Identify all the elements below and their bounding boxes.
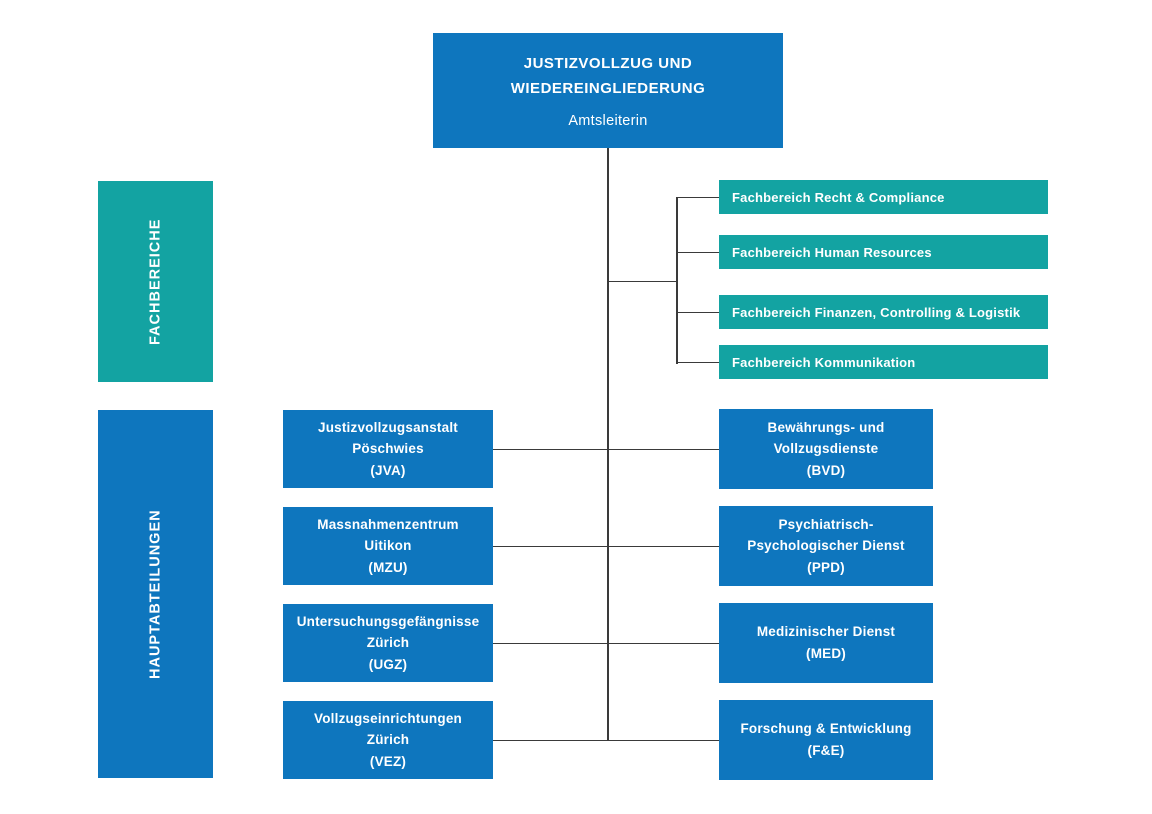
section-label-hauptabteilungen: HAUPTABTEILUNGEN [98, 410, 213, 778]
connector-row-jva-bvd [493, 448, 719, 450]
node-label-line: Vollzugsdienste [773, 441, 879, 457]
node-label-line: (MED) [806, 646, 846, 661]
node-fb-finanzen-controlling-logistik: Fachbereich Finanzen, Controlling & Logi… [719, 295, 1048, 329]
node-label-line: Vollzugseinrichtungen [314, 710, 462, 726]
node-med: Medizinischer Dienst (MED) [719, 603, 933, 683]
root-title: JUSTIZVOLLZUG UND WIEDEREINGLIEDERUNG [511, 52, 706, 102]
node-ugz: Untersuchungsgefängnisse Zürich (UGZ) [283, 604, 493, 682]
node-label-line: Massnahmenzentrum [317, 516, 459, 532]
node-mzu: Massnahmenzentrum Uitikon (MZU) [283, 507, 493, 585]
node-label-line: Justizvollzugsanstalt [318, 419, 458, 435]
connector-fachbereiche-bracket [676, 196, 678, 364]
root-title-line1: JUSTIZVOLLZUG UND [523, 55, 693, 73]
node-label-line: Forschung & Entwicklung [740, 721, 912, 737]
connector-row-vez-fe [493, 739, 719, 741]
node-label-line: Psychologischer Dienst [747, 538, 905, 554]
node-label-line: Pöschwies [352, 441, 424, 457]
connector-stub-kommunikation [676, 361, 719, 363]
node-label-line: (F&E) [807, 743, 845, 758]
node-fb-kommunikation: Fachbereich Kommunikation [719, 345, 1048, 379]
node-label-line: Bewährungs- und [767, 419, 885, 435]
root-subtitle: Amtsleiterin [568, 112, 648, 129]
root-title-line2: WIEDEREINGLIEDERUNG [510, 80, 706, 97]
node-label-line: Zürich [366, 732, 410, 748]
node-fe: Forschung & Entwicklung (F&E) [719, 700, 933, 780]
connector-stub-human-resources [676, 251, 719, 253]
connector-root-vertical [607, 148, 609, 741]
node-ppd: Psychiatrisch- Psychologischer Dienst (P… [719, 506, 933, 586]
node-label-line: (JVA) [370, 462, 406, 478]
connector-stub-recht-compliance [676, 196, 719, 198]
node-fb-human-resources: Fachbereich Human Resources [719, 235, 1048, 269]
node-fb-recht-compliance: Fachbereich Recht & Compliance [719, 180, 1048, 214]
node-label-line: Psychiatrisch- [778, 516, 874, 532]
connector-row-ugz-med [493, 642, 719, 644]
node-label-line: (VEZ) [369, 753, 407, 769]
connector-stub-finanzen [676, 311, 719, 313]
node-label-line: Uitikon [364, 538, 412, 554]
node-label-line: (UGZ) [368, 656, 408, 672]
node-label-line: (PPD) [807, 559, 845, 575]
node-jva: Justizvollzugsanstalt Pöschwies (JVA) [283, 410, 493, 488]
connector-fachbereiche-branch [607, 280, 677, 282]
node-label-line: (BVD) [806, 462, 846, 478]
root-node: JUSTIZVOLLZUG UND WIEDEREINGLIEDERUNG Am… [433, 33, 783, 148]
node-label-line: (MZU) [368, 559, 408, 575]
node-label-line: Untersuchungsgefängnisse [296, 613, 480, 629]
section-label-fachbereiche: FACHBEREICHE [98, 181, 213, 382]
node-label-line: Medizinischer Dienst [756, 624, 896, 640]
node-bvd: Bewährungs- und Vollzugsdienste (BVD) [719, 409, 933, 489]
node-label-line: Zürich [366, 635, 410, 651]
connector-row-mzu-ppd [493, 545, 719, 547]
node-vez: Vollzugseinrichtungen Zürich (VEZ) [283, 701, 493, 779]
